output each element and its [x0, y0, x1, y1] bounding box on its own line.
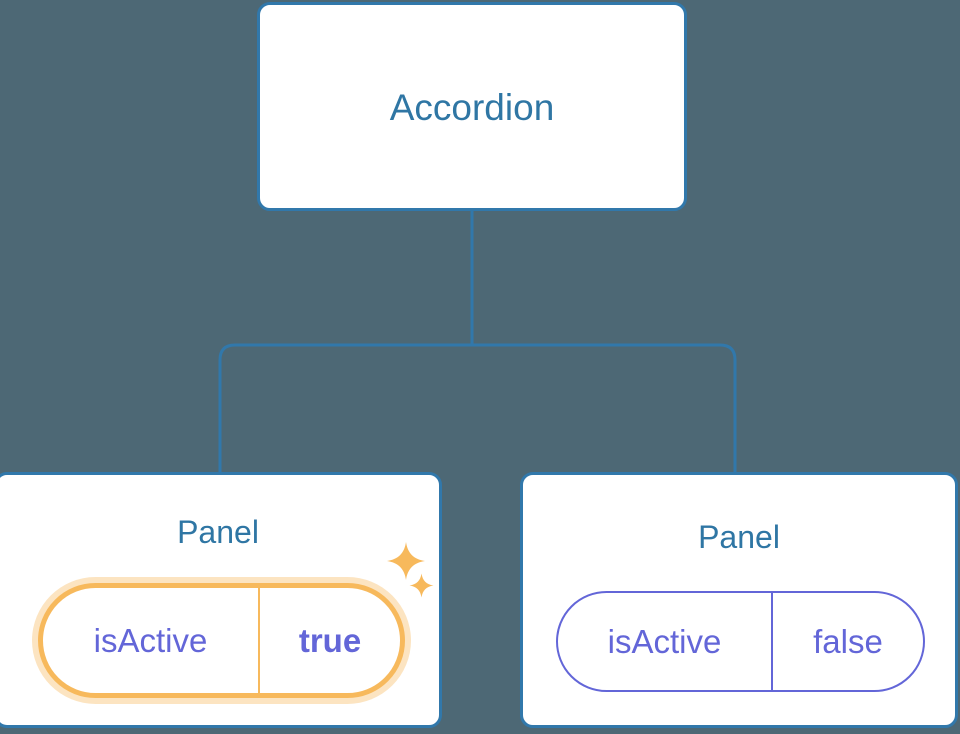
- prop-pill-isactive-false[interactable]: isActive false: [556, 591, 925, 692]
- prop-value-label: false: [813, 622, 883, 660]
- prop-value-label: true: [298, 621, 362, 659]
- prop-key-label: isActive: [43, 588, 260, 693]
- connector-branch-bus: [218, 343, 737, 472]
- prop-key-label: isActive: [558, 593, 773, 690]
- node-title-panel-active: Panel: [177, 514, 259, 550]
- tree-node-accordion[interactable]: Accordion: [257, 2, 687, 211]
- node-title-panel-inactive: Panel: [698, 519, 780, 555]
- prop-pill-isactive-true[interactable]: isActive true: [38, 583, 405, 698]
- node-title-accordion: Accordion: [389, 87, 555, 128]
